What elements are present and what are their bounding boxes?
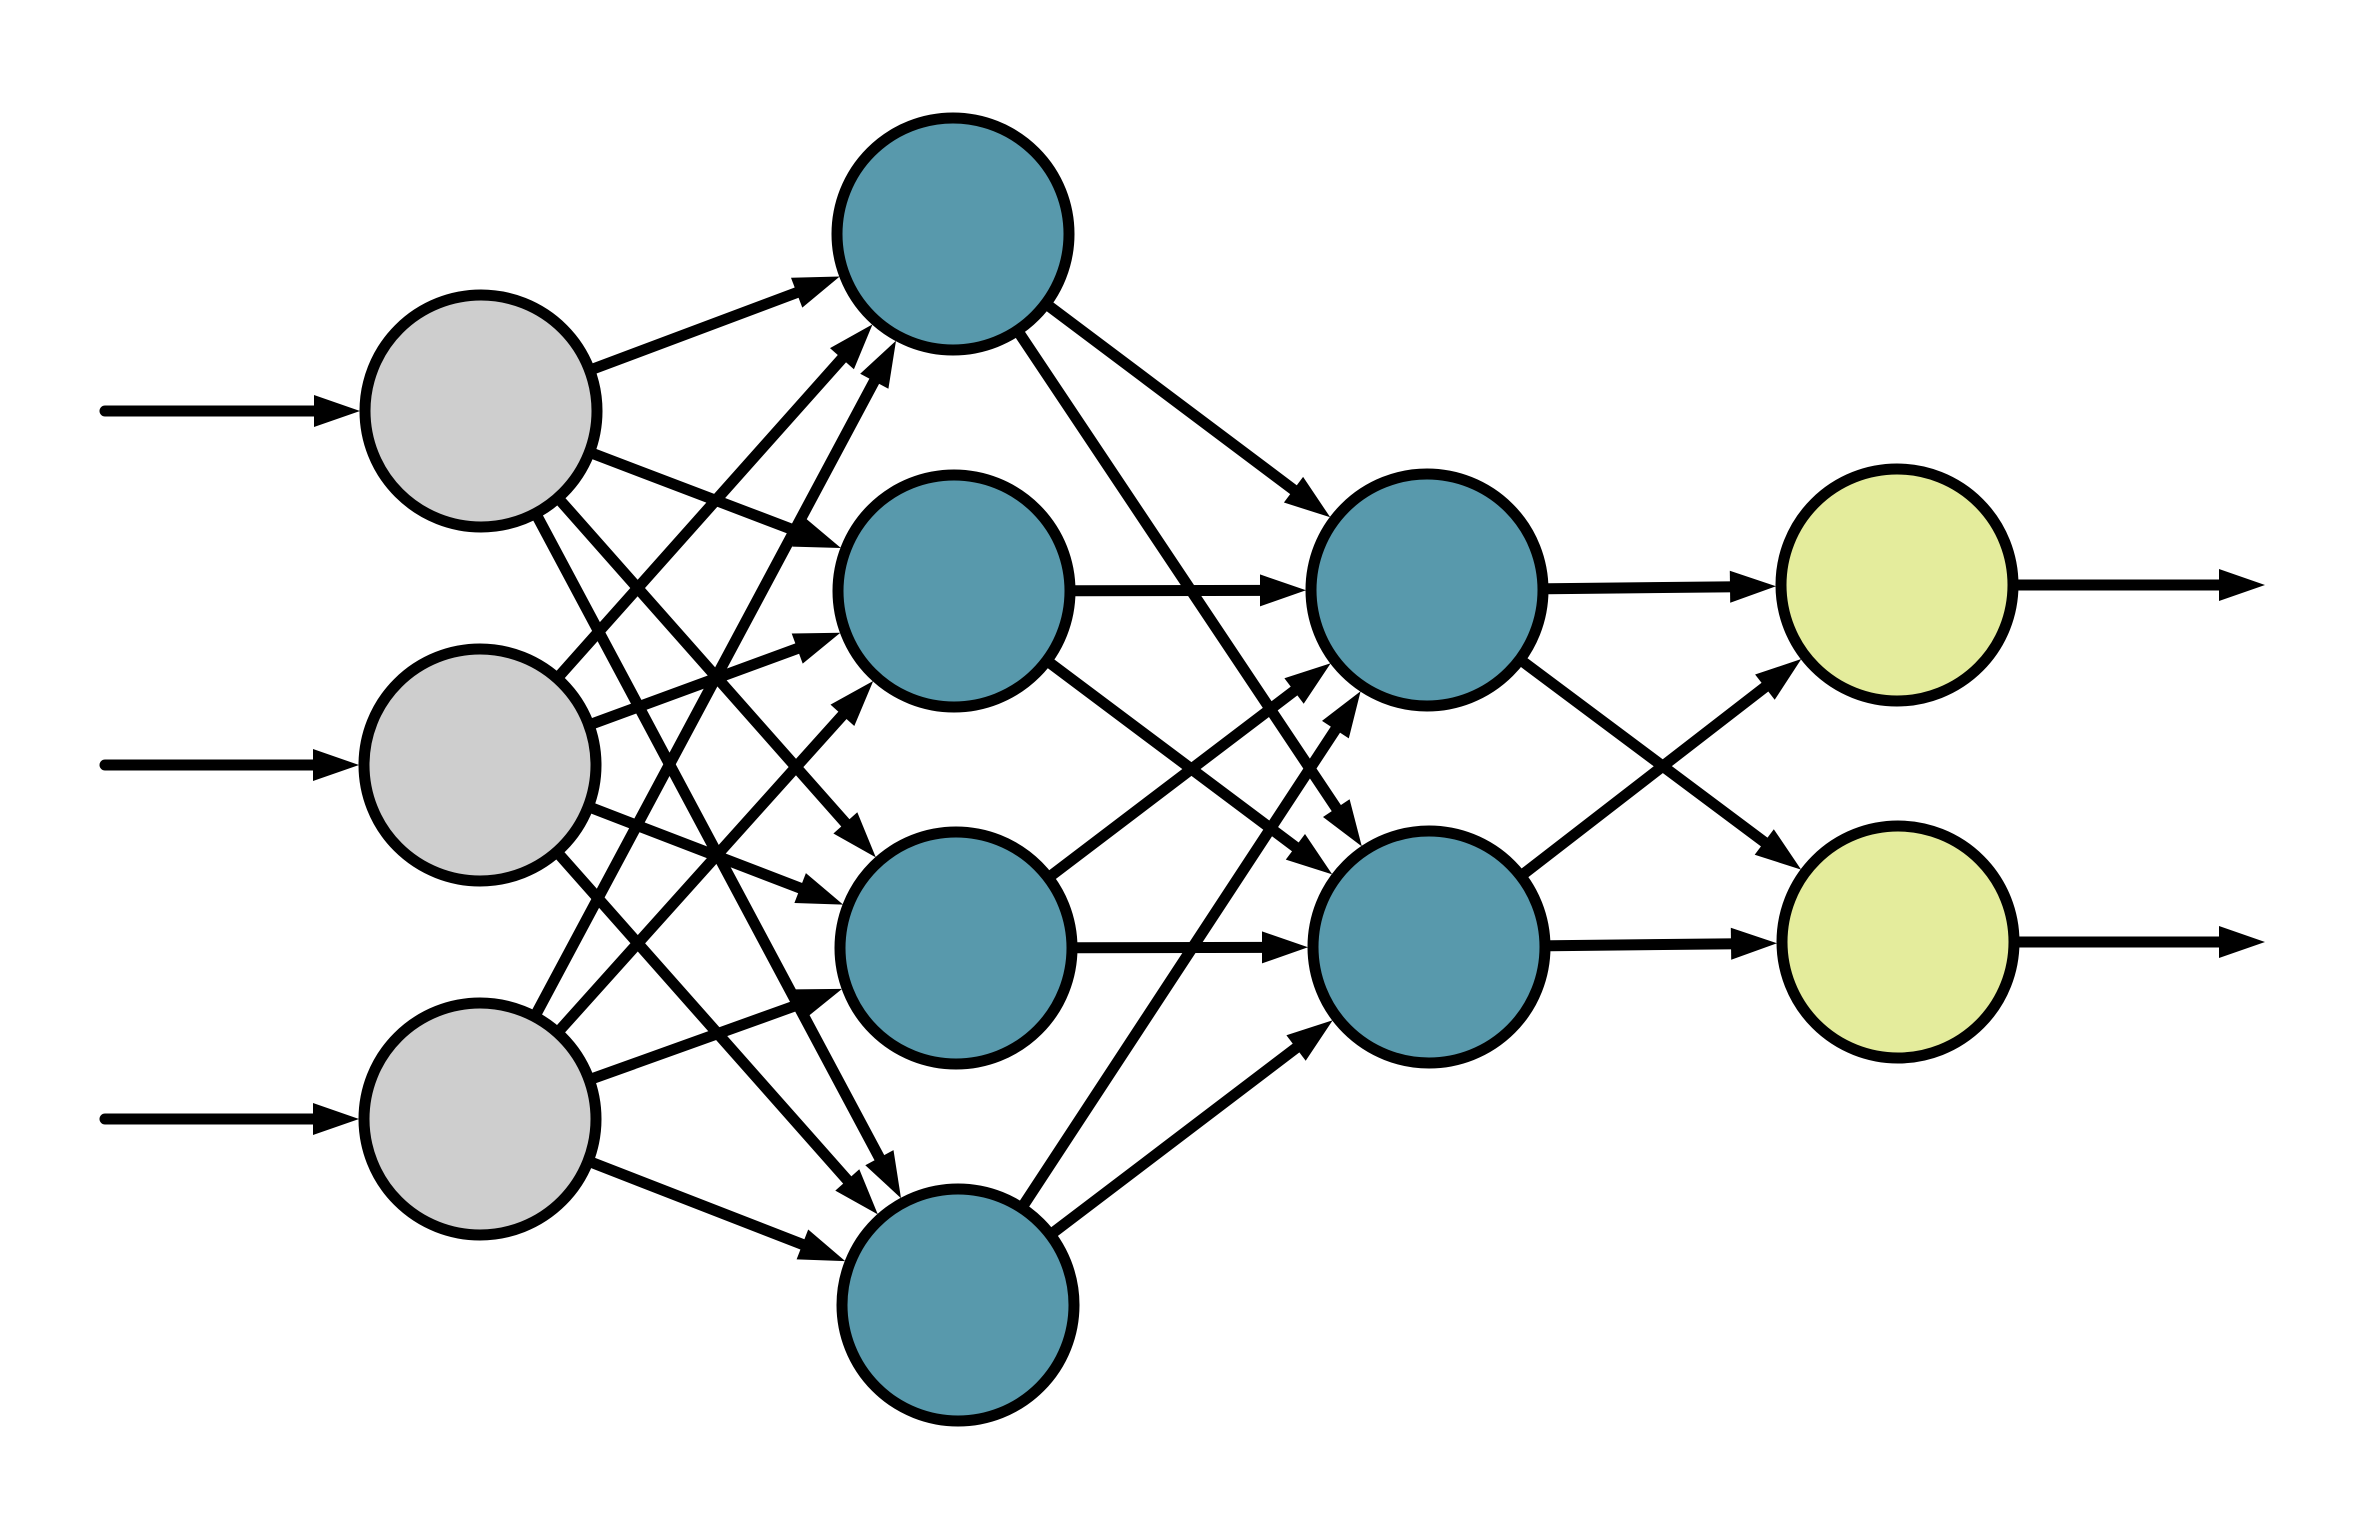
- edge-line-in1-h12: [588, 448, 823, 545]
- arrow-head-icon-h14-h22: [1286, 1020, 1333, 1061]
- arrow-head-icon-in3-h13: [793, 988, 843, 1020]
- arrow-head-icon-in2-h14: [835, 1169, 878, 1215]
- edge-line-in2-h12: [588, 635, 823, 729]
- arrow-head-icon-input-2: [313, 749, 359, 781]
- arrow-head-icon-h11-h22: [1323, 799, 1362, 847]
- arrow-head-icon-in3-h11: [860, 340, 896, 389]
- arrow-head-icon-h22-o2: [1730, 927, 1777, 960]
- arrow-head-icon-in2-h11: [830, 324, 873, 370]
- arrow-head-icon-in1-h14: [865, 1150, 901, 1199]
- arrow-head-icon-h21-o1: [1729, 570, 1776, 603]
- arrow-head-icon-h14-h21: [1322, 691, 1361, 739]
- arrow-head-icon-in2-h12: [791, 632, 841, 664]
- edge-line-h11-h22: [1014, 329, 1354, 831]
- edge-line-h13-h21: [1046, 673, 1316, 881]
- arrow-head-icon-input-3: [313, 1103, 359, 1135]
- edge-line-h14-h22: [1048, 1030, 1318, 1238]
- edge-line-h14-h21: [1018, 706, 1353, 1210]
- edge-line-in3-h13: [588, 992, 824, 1084]
- input-layer-node-in1: [359, 289, 603, 533]
- edge-line-in2-h14: [554, 850, 867, 1201]
- output-layer-node-o1: [1775, 463, 2019, 707]
- hidden-layer-1-node-h11: [831, 112, 1075, 356]
- arrow-head-icon-in1-h13: [833, 812, 876, 858]
- arrow-head-icon-h22-o1: [1755, 659, 1802, 700]
- edge-line-in1-h13: [555, 496, 865, 844]
- arrow-head-icon-output-2: [2219, 926, 2265, 958]
- edge-line-in3-h12: [555, 694, 862, 1035]
- edge-line-in2-h13: [587, 802, 825, 901]
- arrow-head-icon-h12-h22: [1285, 834, 1333, 875]
- edge-line-in3-h14: [587, 1157, 828, 1258]
- output-layer-node-o2: [1776, 820, 2020, 1064]
- input-layer-node-in2: [358, 643, 602, 887]
- hidden-layer-1-node-h14: [836, 1183, 1080, 1427]
- arrow-head-icon-h12-h21: [1260, 574, 1306, 607]
- arrow-head-icon-in2-h13: [794, 873, 844, 905]
- arrow-head-icon-in1-h12: [792, 516, 841, 548]
- edge-line-in1-h11: [588, 279, 822, 374]
- arrow-head-icon-output-1: [2219, 569, 2265, 601]
- edge-line-h22-o1: [1519, 669, 1787, 879]
- hidden-layer-1-node-h13: [834, 826, 1078, 1070]
- hidden-layer-2-node-h21: [1305, 468, 1549, 712]
- arrow-head-icon-input-1: [314, 395, 360, 427]
- arrow-head-icon-in1-h11: [791, 276, 840, 308]
- arrow-head-icon-h13-h22: [1262, 931, 1308, 964]
- input-layer-node-in3: [358, 997, 602, 1241]
- hidden-layer-2-node-h22: [1307, 825, 1551, 1069]
- edge-line-h21-o2: [1518, 656, 1787, 860]
- edge-line-h21-o1: [1542, 581, 1757, 595]
- arrow-head-icon-in3-h12: [830, 681, 874, 726]
- edge-line-in2-h11: [555, 337, 862, 681]
- arrow-head-icon-in3-h14: [796, 1229, 846, 1262]
- hidden-layer-1-node-h12: [832, 469, 1076, 713]
- edge-line-h11-h21: [1044, 301, 1316, 508]
- arrow-head-icon-h11-h21: [1283, 476, 1331, 518]
- edge-line-h22-o2: [1544, 938, 1758, 952]
- arrow-head-icon-h21-o2: [1754, 829, 1802, 870]
- edge-line-in3-h11: [531, 357, 890, 1018]
- arrow-head-icon-h13-h21: [1284, 663, 1331, 704]
